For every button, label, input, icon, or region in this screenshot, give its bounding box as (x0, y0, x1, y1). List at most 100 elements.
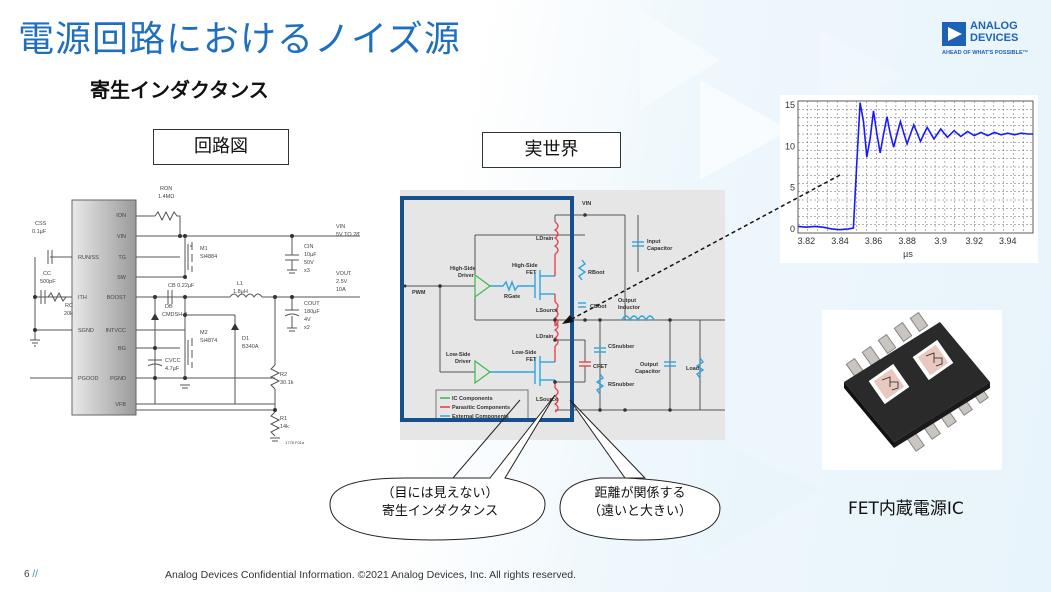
x-axis-label: µs (903, 249, 913, 259)
svg-text:4.7µF: 4.7µF (165, 366, 180, 372)
svg-text:Si4874: Si4874 (200, 338, 217, 344)
slide-title: 電源回路におけるノイズ源 (18, 19, 461, 60)
svg-text:ITH: ITH (78, 295, 87, 301)
svg-text:2.5V: 2.5V (336, 279, 348, 285)
svg-text:VFB: VFB (115, 402, 126, 408)
buck-converter-schematic: ION VIN TG SW BOOST INTVCC BG PGND VFB R… (30, 186, 360, 445)
svg-text:500pF: 500pF (40, 279, 56, 285)
svg-text:Low-Side: Low-Side (512, 350, 536, 356)
svg-text:LSource: LSource (536, 308, 558, 314)
legend-parasitic: Parasitic Components (452, 405, 510, 411)
svg-text:Low-Side: Low-Side (446, 352, 470, 358)
slide-subtitle: 寄生インダクタンス (90, 78, 269, 102)
svg-text:x3: x3 (304, 268, 310, 274)
svg-text:10A: 10A (336, 287, 346, 293)
svg-text:5V TO 28V: 5V TO 28V (336, 232, 360, 238)
svg-text:CVCC: CVCC (165, 358, 181, 364)
svg-text:BG: BG (118, 346, 126, 352)
svg-text:PWM: PWM (412, 290, 426, 296)
svg-text:FET: FET (526, 270, 537, 276)
svg-text:Load: Load (686, 366, 699, 372)
svg-text:High-Side: High-Side (450, 266, 476, 272)
svg-text:LDrain: LDrain (536, 236, 554, 242)
svg-text:CBoot: CBoot (590, 304, 607, 310)
svg-text:CMDSH-3: CMDSH-3 (162, 312, 187, 318)
logo-line2: DEVICES (970, 32, 1019, 44)
svg-text:CSnubber: CSnubber (608, 344, 635, 350)
footer-copyright: Analog Devices Confidential Information.… (165, 569, 577, 581)
svg-text:VIN: VIN (336, 224, 345, 230)
svg-text:M1: M1 (200, 246, 208, 252)
svg-text:SW: SW (117, 275, 127, 281)
svg-text:M2: M2 (200, 330, 208, 336)
svg-text:RC: RC (65, 303, 73, 309)
waveform-series (797, 102, 1033, 231)
x-tick-label: 3.88 (898, 236, 916, 246)
svg-text:ION: ION (116, 213, 126, 219)
svg-text:VOUT: VOUT (336, 271, 352, 277)
svg-text:Driver: Driver (455, 359, 472, 365)
svg-text:Output: Output (640, 362, 658, 368)
svg-text:LDrain: LDrain (536, 334, 554, 340)
svg-text:CIN: CIN (304, 244, 314, 250)
svg-text:CFET: CFET (593, 364, 608, 370)
svg-text:Capacitor: Capacitor (635, 369, 661, 375)
logo-triangle-icon (942, 22, 966, 46)
svg-text:RBoot: RBoot (588, 270, 605, 276)
svg-text:D1: D1 (242, 336, 249, 342)
x-tick-label: 3.86 (865, 236, 883, 246)
svg-text:TG: TG (118, 255, 126, 261)
svg-text:RUN/SS: RUN/SS (78, 255, 99, 261)
svg-text:VIN: VIN (117, 234, 126, 240)
svg-text:VIN: VIN (582, 201, 591, 207)
svg-text:Si4884: Si4884 (200, 254, 217, 260)
svg-text:Driver: Driver (458, 273, 475, 279)
svg-text:RON: RON (160, 186, 172, 192)
svg-text:1.4MΩ: 1.4MΩ (158, 194, 174, 200)
svg-text:Output: Output (618, 298, 636, 304)
schematic-label: 回路図 (153, 129, 289, 165)
svg-text:BOOST: BOOST (107, 295, 127, 301)
svg-text:High-Side: High-Side (512, 263, 538, 269)
svg-text:R1: R1 (280, 416, 287, 422)
x-tick-label: 3.84 (831, 236, 849, 246)
callout-text-1: （目には見えない） 寄生インダクタンス (381, 486, 499, 519)
svg-text:PGOOD: PGOOD (78, 376, 99, 382)
x-tick-label: 3.94 (999, 236, 1017, 246)
svg-text:Inductor: Inductor (618, 305, 641, 311)
svg-text:B340A: B340A (242, 344, 259, 350)
svg-text:20k: 20k (64, 311, 73, 317)
svg-text:CB 0.22µF: CB 0.22µF (168, 283, 195, 289)
svg-text:INTVCC: INTVCC (106, 328, 127, 334)
y-tick-label: 10 (785, 141, 795, 151)
svg-text:CC: CC (43, 271, 51, 277)
svg-text:x2: x2 (304, 325, 310, 331)
x-tick-label: 3.92 (965, 236, 983, 246)
fet-integrated-ic-image (822, 310, 1002, 470)
svg-text:1.8µH: 1.8µH (233, 289, 248, 295)
logo-tagline: AHEAD OF WHAT'S POSSIBLE™ (942, 50, 1029, 56)
y-tick-label: 15 (785, 100, 795, 110)
svg-text:RSnubber: RSnubber (608, 382, 635, 388)
svg-text:SGND: SGND (78, 328, 94, 334)
svg-text:50V: 50V (304, 260, 314, 266)
chip-caption: FET内蔵電源IC (848, 499, 964, 519)
svg-text:14k: 14k (280, 424, 289, 430)
x-tick-label: 3.9 (934, 236, 947, 246)
svg-text:L1: L1 (237, 281, 243, 287)
svg-text:COUT: COUT (304, 301, 320, 307)
svg-text:0.1µF: 0.1µF (32, 229, 47, 235)
real-world-label: 実世界 (482, 132, 621, 168)
svg-text:LSource: LSource (536, 397, 558, 403)
logo-line1: ANALOG (970, 20, 1018, 32)
x-tick-label: 3.82 (798, 236, 816, 246)
svg-text:R2: R2 (280, 372, 287, 378)
svg-text:CSS: CSS (35, 221, 47, 227)
svg-text:DB: DB (165, 304, 173, 310)
svg-text:30.1k: 30.1k (280, 380, 294, 386)
svg-text:1778 F01a: 1778 F01a (285, 440, 305, 445)
svg-text:Input: Input (647, 239, 661, 245)
analog-devices-logo: ANALOG DEVICES AHEAD OF WHAT'S POSSIBLE™ (940, 20, 1040, 64)
